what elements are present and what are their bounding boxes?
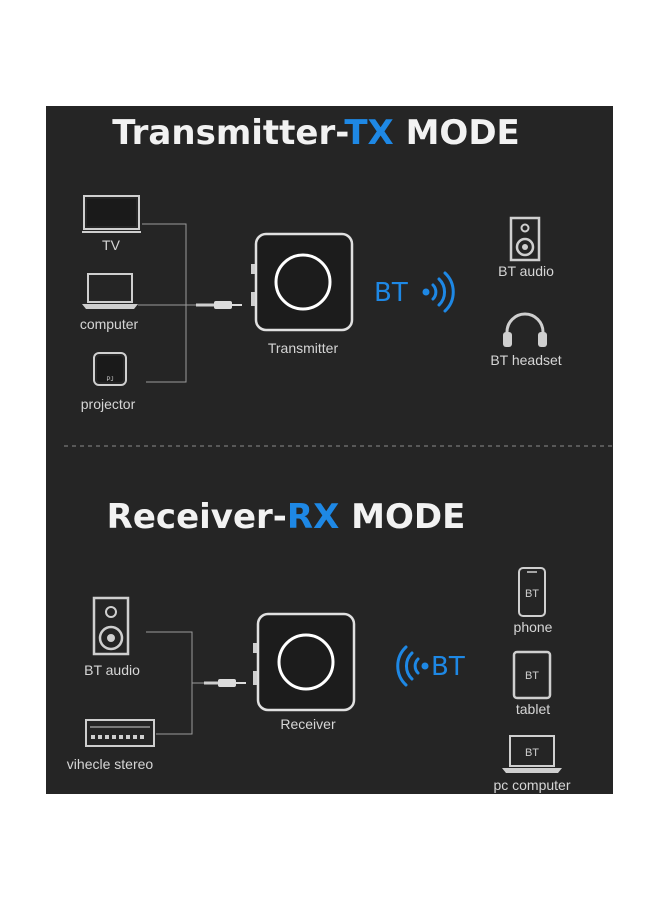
- receiver-device: [253, 612, 356, 712]
- tablet-icon: BT: [512, 650, 552, 700]
- rx-title: Receiver-RX MODE: [107, 497, 466, 537]
- rx-bt-audio-label: BT audio: [84, 662, 140, 678]
- phone-label: phone: [514, 619, 553, 635]
- mode-diagram: Transmitter-TX MODE TV computer PJ proje…: [64, 113, 613, 793]
- tx-title: Transmitter-TX MODE: [112, 113, 520, 153]
- laptop-icon: BT: [502, 735, 562, 773]
- vehicle-stereo-label: vihecle stereo: [67, 756, 154, 772]
- bt-headset-label: BT headset: [490, 352, 561, 368]
- tv-icon: [82, 195, 141, 233]
- phone-icon: BT: [518, 567, 546, 617]
- car-stereo-icon: [85, 719, 155, 747]
- diagram-panel: Transmitter-TX MODE TV computer PJ proje…: [46, 106, 613, 794]
- tablet-label: tablet: [516, 701, 550, 717]
- rx-bt-label: BT: [431, 652, 465, 682]
- tx-connector-lines: [138, 223, 196, 383]
- tv-label: TV: [102, 237, 121, 253]
- rx-audio-jack: [204, 679, 246, 687]
- tx-bt-label: BT: [374, 278, 408, 308]
- projector-icon: PJ: [93, 352, 127, 386]
- speaker-icon: [509, 216, 541, 262]
- svg-text:BT: BT: [525, 747, 539, 759]
- pc-computer-label: pc computer: [493, 777, 570, 793]
- receiver-label: Receiver: [280, 716, 336, 732]
- rx-connector-lines: [146, 631, 204, 735]
- svg-text:BT: BT: [525, 670, 539, 682]
- speaker-icon: [92, 596, 130, 656]
- tx-audio-jack: [196, 301, 242, 309]
- svg-text:PJ: PJ: [106, 377, 113, 383]
- transmitter-label: Transmitter: [268, 340, 339, 356]
- signal-waves-icon: [396, 645, 429, 687]
- signal-waves-icon: [422, 271, 455, 313]
- headphones-icon: [503, 312, 547, 347]
- computer-label: computer: [80, 316, 139, 332]
- laptop-icon: [82, 273, 138, 309]
- projector-label: projector: [81, 396, 136, 412]
- svg-text:BT: BT: [525, 588, 539, 600]
- bt-audio-label: BT audio: [498, 263, 554, 279]
- transmitter-device: [251, 232, 354, 332]
